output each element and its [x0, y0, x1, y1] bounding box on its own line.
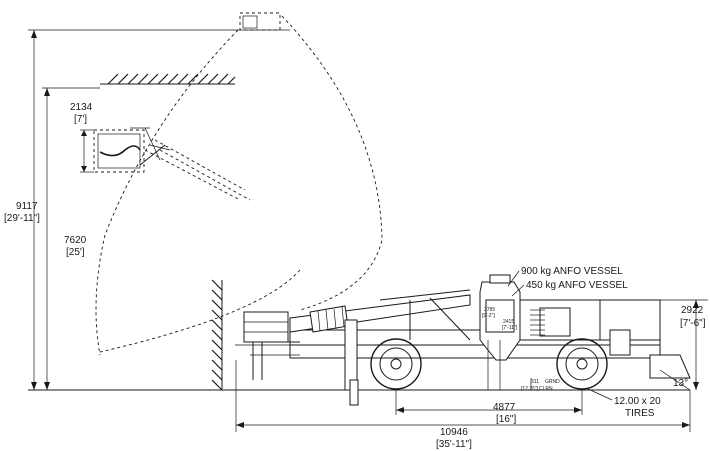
overall-height-mm: 9117: [16, 201, 38, 212]
basket-step-mm: 2134: [70, 102, 93, 113]
overall-length-ft: [35'-11"]: [436, 439, 472, 450]
vessel-height-2-ft: [7'-11"]: [502, 325, 518, 331]
tires-size: 12.00 x 20: [614, 396, 661, 407]
ground-clearance-label: GRND: [545, 379, 560, 385]
boom-height-ft: [25']: [66, 247, 85, 258]
overall-length-mm: 10946: [440, 427, 468, 438]
vehicle-height-ft: [7'-6"]: [680, 318, 706, 329]
departure-angle: 13°: [673, 378, 688, 389]
ground-clearance-mm: 311: [531, 379, 539, 385]
overall-height-ft: [29'-11"]: [4, 213, 40, 224]
left-dimension-lines: [28, 29, 240, 390]
vessel-height-2-mm: 2415: [503, 319, 514, 325]
vessel-height-1-ft: [9'-2"]: [482, 313, 495, 319]
top-basket-outline: [239, 12, 290, 31]
wheelbase-mm: 4877: [493, 402, 516, 413]
callout-leaders: [507, 270, 613, 401]
bottom-dimension-lines: [235, 299, 708, 432]
boom-swing-envelope: [95, 15, 383, 356]
vehicle-body: [235, 274, 691, 406]
wall-hatch: [211, 279, 223, 391]
ground-clearance-ft: [12.25"]: [521, 386, 539, 392]
vessel-900-label: 900 kg ANFO VESSEL: [521, 266, 623, 277]
mid-basket: [93, 127, 171, 173]
ceiling-hatch: [100, 73, 236, 85]
vessel-height-1-mm: 2785: [484, 307, 495, 313]
wheelbase-ft: [16"]: [496, 414, 516, 425]
ground-clearance-suffix: CLRN: [539, 386, 553, 392]
tires-label: TIRES: [625, 408, 655, 419]
basket-step-ft: [7']: [74, 114, 87, 125]
vessel-450-label: 450 kg ANFO VESSEL: [526, 280, 628, 291]
vehicle-height-mm: 2922: [681, 305, 704, 316]
boom-height-mm: 7620: [64, 235, 87, 246]
